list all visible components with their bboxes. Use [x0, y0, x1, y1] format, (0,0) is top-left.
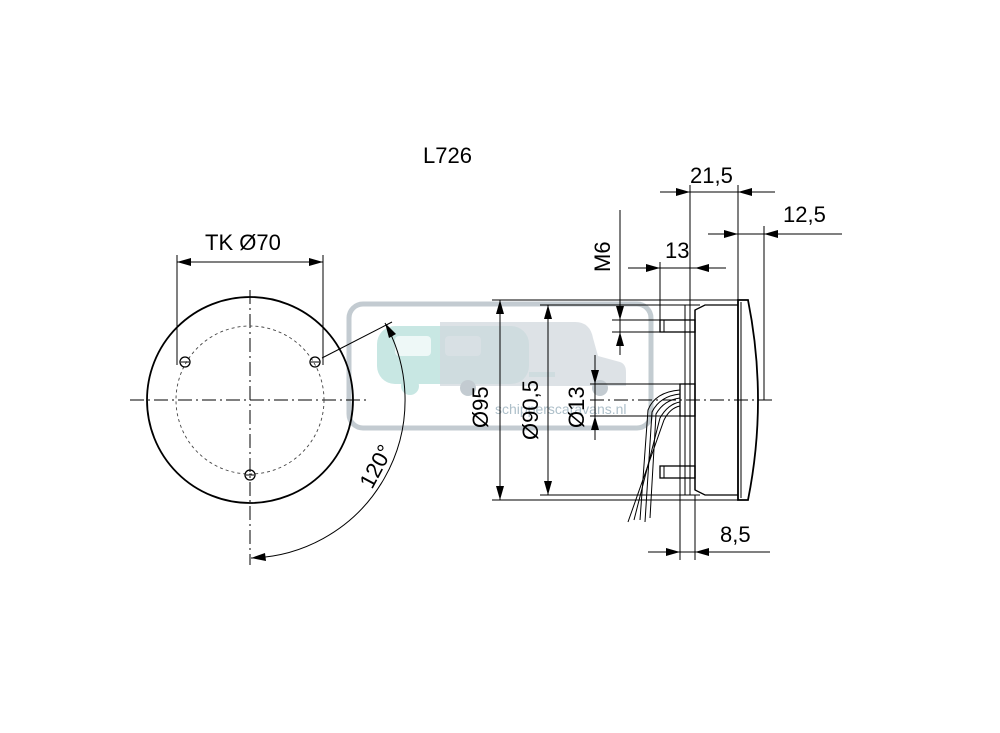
total-depth-dimension — [660, 185, 775, 305]
outer-diameter-label: Ø95 — [468, 386, 493, 428]
cable-grommet — [679, 383, 696, 417]
housing-diameter-label: Ø90,5 — [518, 380, 543, 440]
inner-lens-outline — [175, 325, 325, 475]
tk-diameter-label: TK Ø70 — [205, 230, 281, 255]
outer-rim — [146, 296, 354, 504]
tk-diameter-dimension — [176, 255, 324, 365]
angle-extension-line — [321, 321, 393, 359]
total-depth-label: 21,5 — [690, 163, 733, 188]
angle-dimension — [250, 321, 406, 561]
flange-offset-label: 8,5 — [720, 522, 751, 547]
thread-label: M6 — [590, 241, 615, 272]
flange-offset-dimension — [648, 416, 770, 560]
cable-hole-label: Ø13 — [564, 386, 589, 428]
lens-depth-dimension — [708, 226, 842, 400]
side-view: Ø95 Ø90,5 Ø13 M6 — [468, 163, 842, 560]
thread-dimension — [612, 210, 662, 355]
mounting-hole-top-right — [309, 356, 321, 368]
outer-diameter-dimension — [492, 299, 740, 501]
cable-bundle — [627, 389, 681, 523]
mounting-hole-bottom — [244, 469, 256, 481]
lens-dome — [737, 299, 759, 501]
stud-length-label: 13 — [665, 238, 689, 263]
mounting-hole-top-left — [179, 356, 191, 368]
mounting-stud-top — [659, 319, 696, 333]
stud-length-dimension — [628, 262, 726, 322]
lens-depth-label: 12,5 — [783, 202, 826, 227]
angle-label: 120° — [354, 440, 397, 492]
mounting-stud-bottom — [659, 465, 696, 479]
drawing-title: L726 — [423, 143, 472, 168]
cable-hole-dimension — [590, 355, 680, 440]
watermark-text: schipperscaravans.nl — [495, 401, 627, 417]
angle-arc — [250, 322, 406, 559]
front-view: TK Ø70 120° — [130, 230, 406, 565]
